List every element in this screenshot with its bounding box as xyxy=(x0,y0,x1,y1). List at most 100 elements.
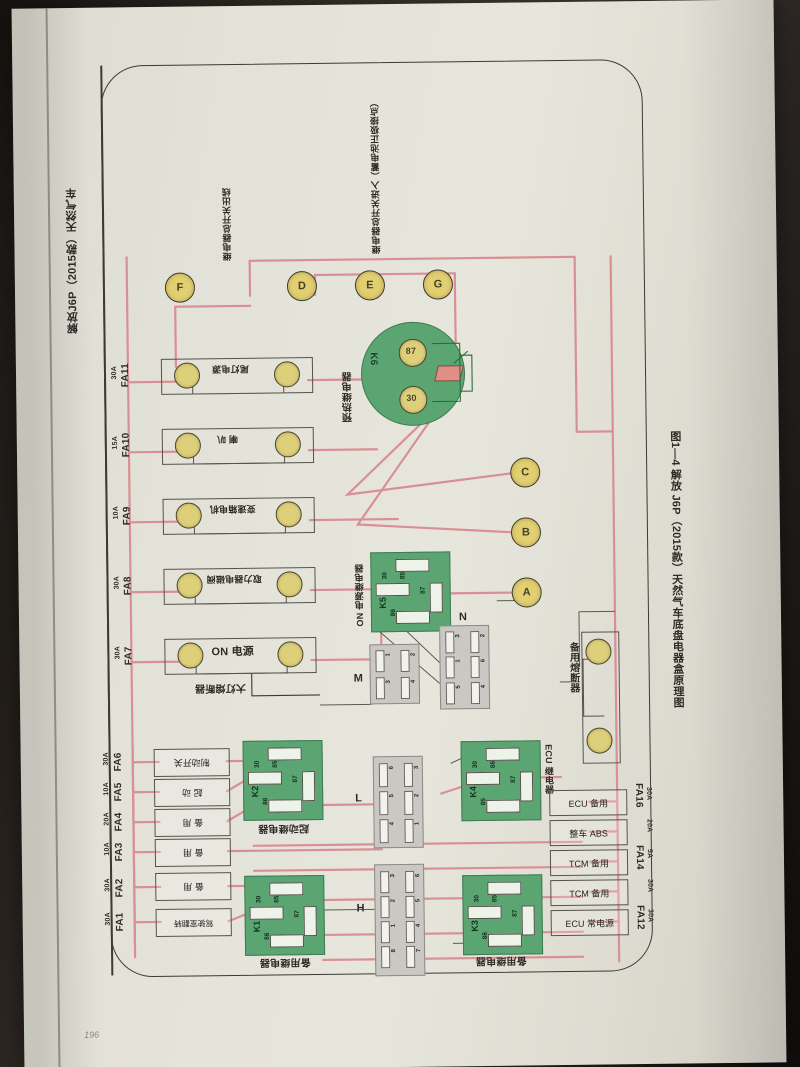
relay-K5-pin-30[interactable] xyxy=(375,582,410,597)
spare-fuse-pin-a[interactable] xyxy=(585,638,612,665)
fuse-holder-FA7[interactable] xyxy=(164,637,317,675)
fuse-FA9-id: FA9 xyxy=(121,506,133,526)
fuse-pin-FA10-a[interactable] xyxy=(174,432,202,459)
chassis-left-edge xyxy=(100,65,113,976)
fuse-pin-FA8-b[interactable] xyxy=(276,571,303,598)
load-box-FA5[interactable]: 起 动 xyxy=(153,778,231,808)
terminal-D[interactable]: D xyxy=(286,270,318,302)
relay-K4-pin-87-label: 87 xyxy=(509,775,518,783)
relay-K4-pin-30[interactable] xyxy=(465,771,501,786)
load-box-TCM-spare-2[interactable]: TCM 备用 xyxy=(550,879,629,907)
fuse-pin-FA9-b[interactable] xyxy=(275,501,302,528)
fuse-FA3-id: FA3 xyxy=(113,842,125,862)
load-box-FA3[interactable]: 备 用 xyxy=(154,838,232,868)
preheat-relay-label: 预热继电器 xyxy=(342,371,355,423)
spare-fuse-holder[interactable] xyxy=(581,631,621,764)
relay-K4-pin-87[interactable] xyxy=(519,771,534,802)
relay-K6-pin-30[interactable] xyxy=(399,385,428,414)
relay-K3-pin-30[interactable] xyxy=(467,905,502,920)
load-box-ABS[interactable]: 整车 ABS xyxy=(549,819,628,847)
fuse-pin-FA8-a[interactable] xyxy=(176,572,203,599)
fuse-holder-FA11[interactable] xyxy=(160,357,314,395)
fuse-pin-FA11-a[interactable] xyxy=(173,362,201,389)
relay-K4-pin-85[interactable] xyxy=(486,799,521,813)
relay-K3-pin-85[interactable] xyxy=(487,881,522,895)
fuse-pin-FA7-a[interactable] xyxy=(177,642,204,669)
connector-L[interactable]: 6 3 5 2 4 1 xyxy=(372,755,424,849)
relay-K1-pin-87[interactable] xyxy=(303,906,317,937)
relay-K1-pin-30[interactable] xyxy=(249,906,284,920)
relay-K1-pin-86[interactable] xyxy=(269,934,305,948)
relay-K2-pin-86-label: 86 xyxy=(262,797,270,805)
wiring-diagram: 解放J6P（2015款）天然气车 图1—4 解放 J6P（2015款）天然气车底… xyxy=(12,0,787,1067)
fuse-holder-FA9[interactable] xyxy=(162,497,315,535)
relay-K3-pin-86[interactable] xyxy=(487,933,523,947)
load-box-FA2[interactable]: 备 用 xyxy=(155,872,232,902)
fuse-pin-FA11-b[interactable] xyxy=(273,361,301,388)
connector-L-pin-6: 6 xyxy=(388,766,395,770)
relay-K6-pin-87[interactable] xyxy=(398,338,427,367)
relay-K4[interactable]: K4 86 87 30 85 xyxy=(460,740,542,822)
connector-H-pin-1: 1 xyxy=(390,924,397,928)
connector-M[interactable]: 1 2 3 4 xyxy=(369,643,421,705)
connector-M-label: M xyxy=(353,672,364,685)
relay-K6[interactable] xyxy=(360,321,466,427)
load-box-FA5-label: 起 动 xyxy=(181,786,203,798)
terminal-B[interactable]: B xyxy=(510,517,542,548)
relay-K3[interactable]: K3 85 87 30 86 xyxy=(462,874,544,956)
relay-K2-pin-30[interactable] xyxy=(247,771,283,785)
fuse-holder-FA8[interactable] xyxy=(163,567,316,605)
connector-H-pin-7: 7 xyxy=(416,948,423,953)
terminal-E[interactable]: E xyxy=(354,270,386,301)
relay-K2[interactable]: K2 85 87 30 86 xyxy=(242,739,324,821)
connector-H-pin-3: 3 xyxy=(390,874,397,878)
fuse-pin-FA7-b[interactable] xyxy=(277,641,304,668)
terminal-F[interactable]: F xyxy=(164,272,196,303)
fuse-FA16-rating: 30A xyxy=(645,786,653,801)
connector-H[interactable]: 3 6 2 5 1 4 8 7 xyxy=(374,863,426,977)
relay-K5-pin-87[interactable] xyxy=(429,582,443,613)
fuse-holder-FA10[interactable] xyxy=(161,427,315,465)
relay-K5-pin-86-label: 86 xyxy=(389,609,397,617)
left-title: 解放J6P（2015款）天然气车 xyxy=(65,187,80,335)
wire-overlay xyxy=(125,255,621,963)
terminal-A[interactable]: A xyxy=(511,577,542,608)
load-box-FA1[interactable]: 驾驶室翻转 xyxy=(155,908,232,938)
load-box-FA2-label: 备 用 xyxy=(182,880,204,892)
load-box-FA4[interactable]: 备 用 xyxy=(154,808,231,838)
spare-fuse-pin-b[interactable] xyxy=(586,727,613,754)
relay-K2-pin-86[interactable] xyxy=(268,799,303,813)
connector-N-pin-1: 1 xyxy=(455,659,462,663)
load-box-ECU-spare[interactable]: ECU 备用 xyxy=(549,789,628,817)
relay-K5-pin-85[interactable] xyxy=(395,558,430,573)
connector-L-label: L xyxy=(355,792,363,805)
terminal-G[interactable]: G xyxy=(422,269,454,300)
spare-relay-right-label: 备用继电器 xyxy=(475,954,527,967)
relay-K1-pin-85[interactable] xyxy=(269,882,304,896)
connector-N[interactable]: 3 2 1 6 5 4 xyxy=(439,624,491,710)
load-box-FA6[interactable]: 制动开关 xyxy=(153,748,230,778)
fuse-pin-FA10-b[interactable] xyxy=(274,431,302,458)
fuse-FA10-rating: 15A xyxy=(111,435,119,450)
relay-K2-pin-87[interactable] xyxy=(301,771,316,802)
relay-K3-pin-87[interactable] xyxy=(521,905,535,936)
relay-K4-pin-86[interactable] xyxy=(485,747,520,761)
connector-L-pin-4: 4 xyxy=(389,822,396,826)
connector-H-pin-2: 2 xyxy=(390,899,397,903)
relay-K5-pin-86[interactable] xyxy=(395,610,431,625)
load-box-FA6-label: 制动开关 xyxy=(173,756,210,768)
relay-K2-pin-85[interactable] xyxy=(267,747,302,761)
relay-K5[interactable]: K5 85 87 30 86 xyxy=(370,551,452,633)
connector-H-label: H xyxy=(356,902,365,915)
load-box-ECU-const-power[interactable]: ECU 常电源 xyxy=(550,909,629,937)
fuse-pin-FA9-a[interactable] xyxy=(175,502,202,529)
load-box-FA4-label: 备 用 xyxy=(182,816,203,828)
connector-M-pin-3: 3 xyxy=(385,680,392,684)
relay-K1[interactable]: K1 85 87 30 86 xyxy=(244,874,326,956)
connector-M-pin-1: 1 xyxy=(385,653,392,657)
fuse-FA12-rating: 30A xyxy=(646,908,654,923)
relay-K2-pin-30-label: 30 xyxy=(253,760,261,769)
terminal-C[interactable]: C xyxy=(510,457,541,488)
fuse-FA9-rating: 10A xyxy=(112,505,120,520)
load-box-TCM-spare-1[interactable]: TCM 备用 xyxy=(549,849,629,877)
